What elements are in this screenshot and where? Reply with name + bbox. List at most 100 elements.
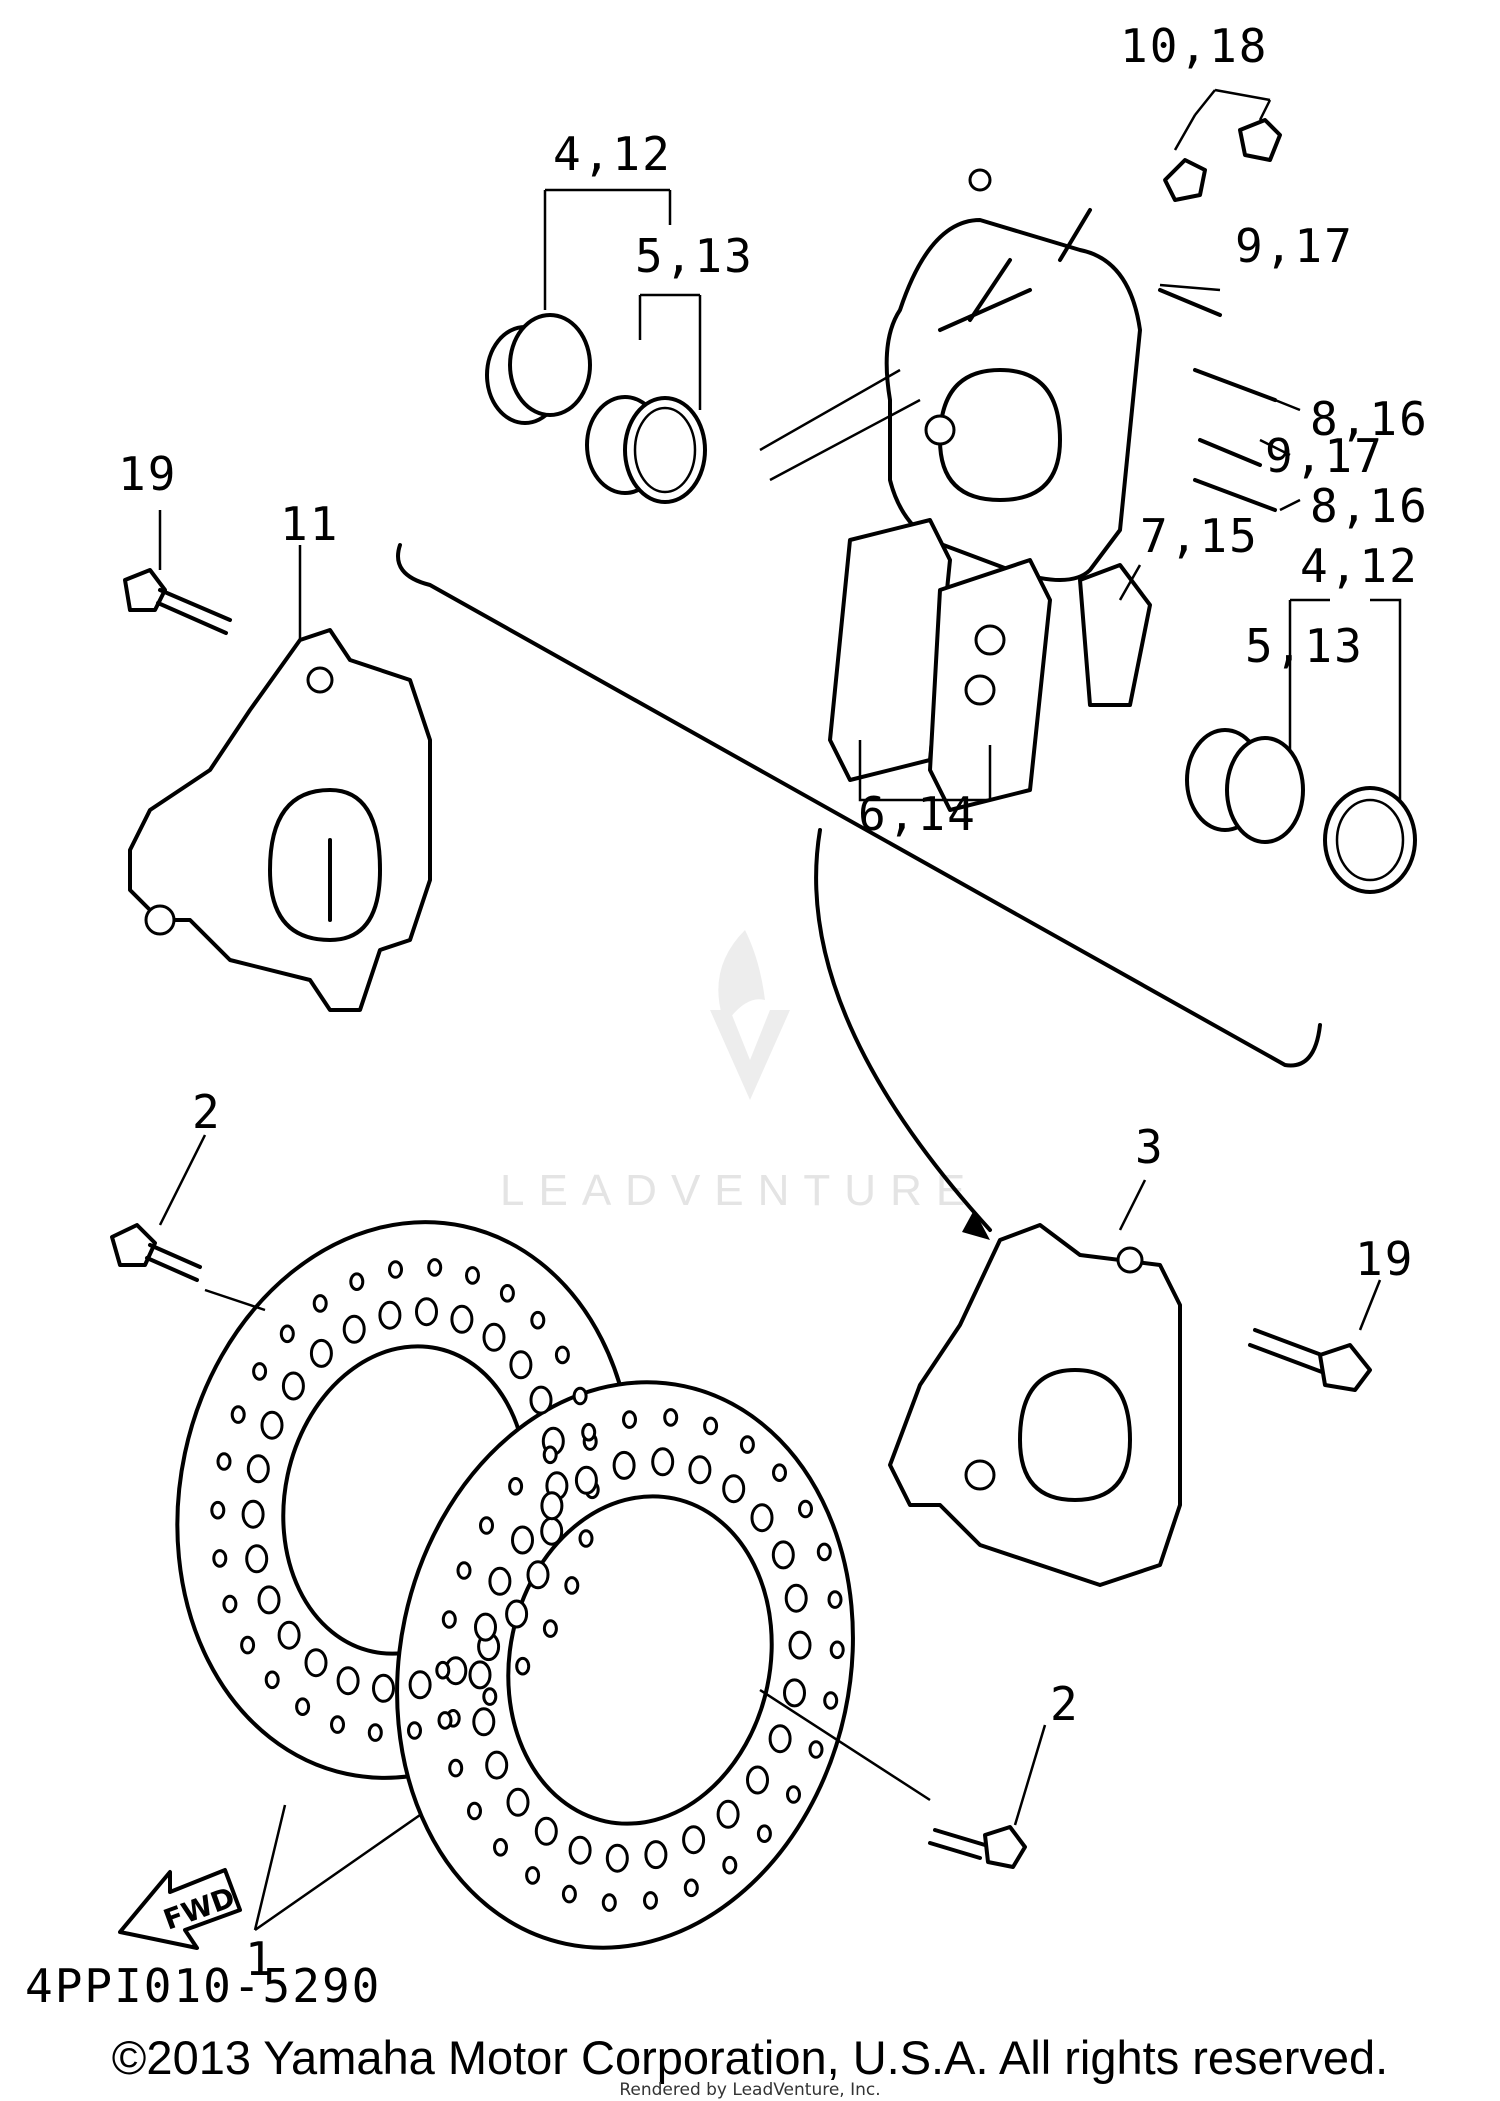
disc-hole (506, 1787, 530, 1817)
disc-hole (643, 1891, 658, 1910)
disc-hole (788, 1630, 812, 1660)
disc-hole (257, 1585, 281, 1615)
disc-hole (816, 1542, 832, 1562)
disc-hole (786, 1785, 801, 1804)
disc-hole (530, 1310, 546, 1330)
callout-7-15: 7,15 (1140, 509, 1259, 563)
disc-hole (716, 1799, 740, 1829)
disc-hole (260, 1410, 284, 1440)
callout-2-right: 2 (1050, 1677, 1080, 1731)
callout-5-13-right: 5,13 (1245, 619, 1364, 673)
bolt-2-left (110, 1223, 202, 1282)
disc-hole (564, 1576, 580, 1595)
disc-hole (581, 1422, 597, 1442)
disc-hole (525, 1866, 541, 1885)
disc-hole (479, 1516, 494, 1535)
disc-hole (823, 1691, 839, 1710)
disc-hole (456, 1561, 472, 1580)
disc-hole (561, 1884, 577, 1904)
disc-hole (739, 1435, 755, 1454)
disc-hole (499, 1284, 515, 1303)
disc-hole (245, 1544, 269, 1574)
disc-hole (808, 1740, 824, 1759)
disc-hole (534, 1816, 558, 1846)
leader-1 (253, 1804, 421, 1932)
disc-hole (568, 1835, 592, 1865)
disc-hole (485, 1750, 509, 1780)
callout-5-13-top: 5,13 (635, 229, 754, 283)
watermark-text: LEADVENTURE (500, 1166, 979, 1215)
piston-top-left (485, 313, 592, 425)
bolt-19-right (1248, 1328, 1372, 1392)
disc-hole (468, 1660, 492, 1690)
disc-hole (450, 1304, 474, 1334)
callout-10-18: 10,18 (1120, 19, 1268, 73)
pad-spring (1078, 563, 1152, 707)
disc-hole (312, 1294, 328, 1313)
leader-2-left (158, 1134, 266, 1312)
disc-hole (437, 1711, 453, 1730)
disc-hole (768, 1724, 792, 1754)
disc-hole (246, 1454, 270, 1484)
seal-top-left (585, 395, 707, 504)
disc-hole (210, 1500, 226, 1520)
disc-hole (281, 1371, 305, 1401)
disc-hole (448, 1758, 464, 1778)
bolt-19-left (123, 568, 232, 635)
brake-pads (828, 518, 1052, 812)
piston-right (1185, 728, 1417, 894)
disc-hole (212, 1549, 228, 1568)
callout-6-14: 6,14 (858, 787, 977, 841)
disc-hole (435, 1660, 451, 1680)
bleeder-screw (1163, 118, 1282, 202)
disc-hole (367, 1723, 383, 1742)
disc-hole (241, 1499, 265, 1529)
disc-hole (829, 1640, 845, 1660)
bolt-2-right (928, 1825, 1027, 1869)
disc-hole (505, 1599, 529, 1629)
disc-hole (415, 1297, 438, 1327)
disc-hole (540, 1491, 564, 1521)
disc-hole (277, 1620, 301, 1650)
disc-hole (467, 1801, 482, 1821)
disc-hole (482, 1322, 506, 1352)
disc-hole (612, 1450, 636, 1480)
disc-hole (722, 1855, 738, 1875)
disc-hole (230, 1405, 246, 1424)
disc-hole (798, 1499, 813, 1519)
group-bracket-line (396, 543, 1322, 1068)
callout-19-left: 19 (118, 447, 177, 501)
disc-hole (472, 1707, 496, 1737)
disc-hole (542, 1445, 558, 1465)
disc-hole (465, 1266, 480, 1285)
disc-hole (529, 1385, 553, 1415)
disc-holes (210, 1258, 845, 1912)
disc-hole (304, 1648, 328, 1678)
disc-hole (279, 1324, 295, 1344)
disc-hole (407, 1721, 422, 1740)
arrow-head (962, 1210, 990, 1240)
disc-hole (578, 1529, 594, 1548)
caliper-right (888, 1223, 1182, 1587)
disc-hole (216, 1452, 232, 1471)
disc-hole (508, 1477, 524, 1496)
disc-hole (515, 1656, 531, 1676)
callout-1: 1 (245, 1932, 275, 1986)
disc-hole (493, 1838, 508, 1857)
disc-hole (526, 1560, 550, 1590)
disc-hole (703, 1416, 719, 1436)
callout-8-16-mid: 8,16 (1310, 479, 1429, 533)
arrow-curve (814, 828, 992, 1232)
disc-hole (756, 1824, 772, 1843)
disc-hole (349, 1272, 365, 1291)
callout-4-12-top: 4,12 (553, 127, 672, 181)
disc-hole (295, 1697, 311, 1716)
caliper-exploded (884, 168, 1142, 582)
disc-hole (240, 1635, 256, 1655)
callout-19-right: 19 (1355, 1232, 1414, 1286)
disc-hole (540, 1516, 564, 1546)
disc-hole (601, 1893, 617, 1912)
disc-hole (336, 1666, 360, 1696)
leader-3 (1118, 1179, 1147, 1231)
disc-hole (746, 1765, 769, 1795)
